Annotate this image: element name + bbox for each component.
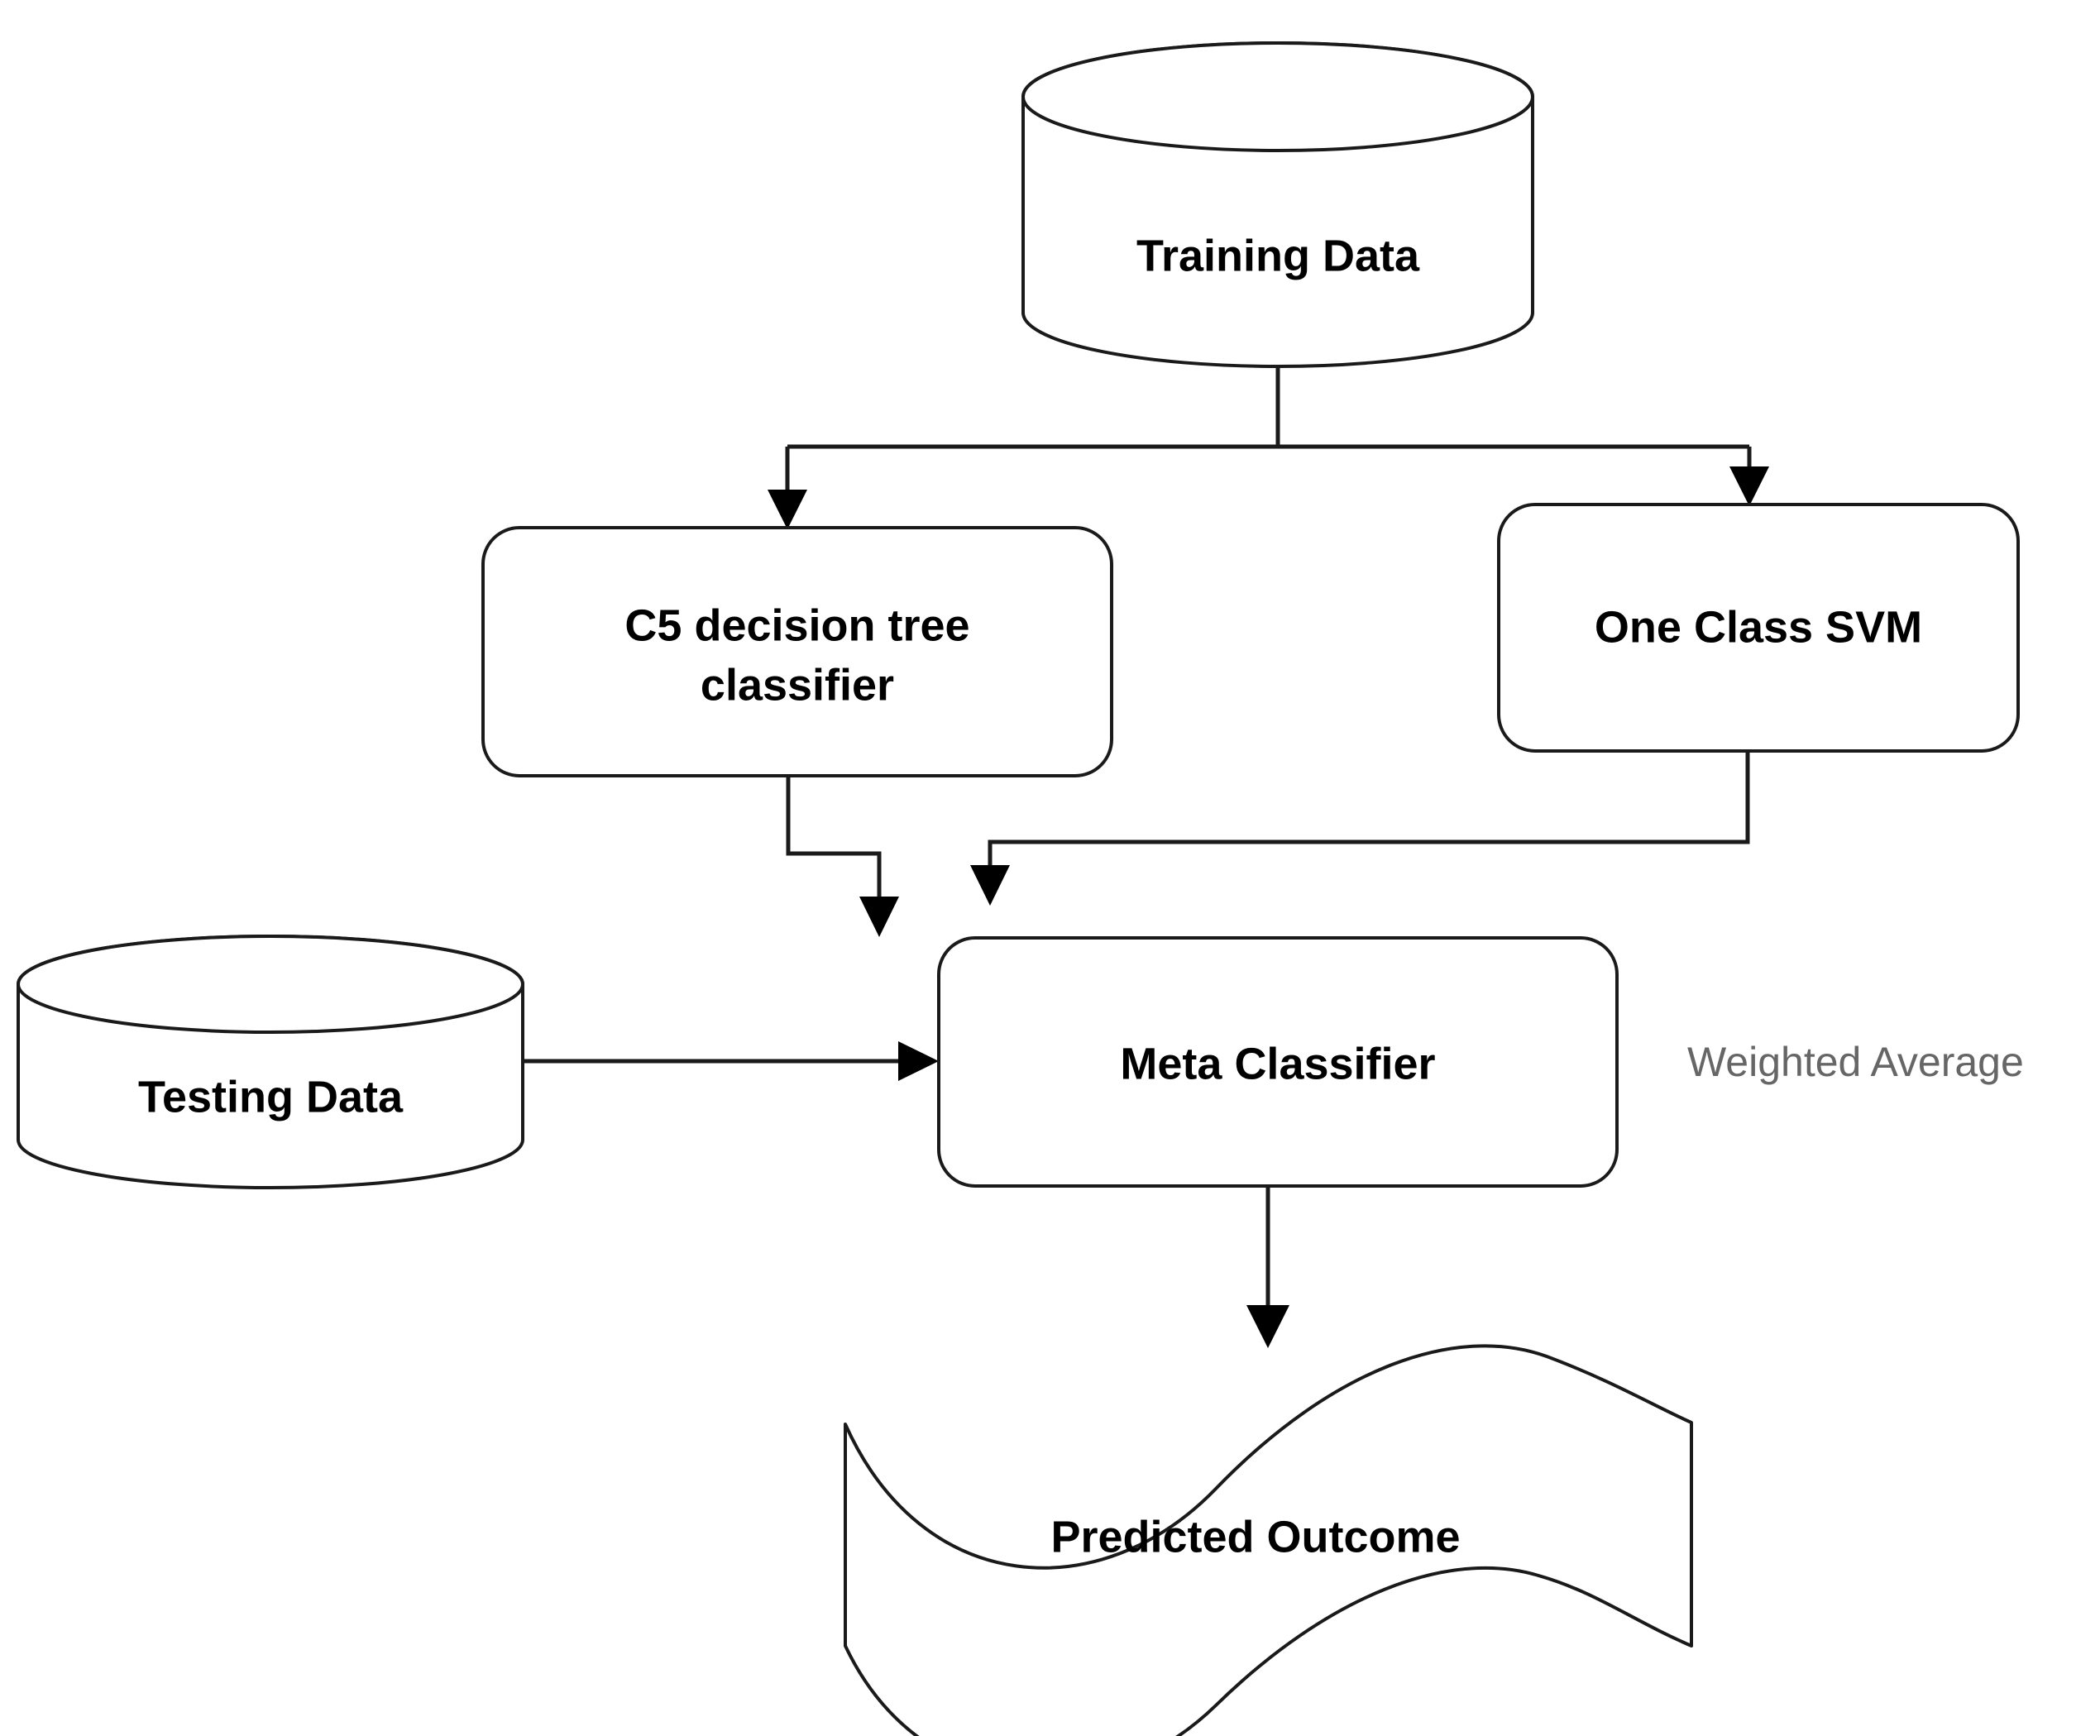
- c5-classifier-label-line2: classifier: [701, 660, 894, 710]
- node-training-data[interactable]: Training Data: [1021, 41, 1534, 368]
- training-data-label: Training Data: [1136, 231, 1420, 280]
- predicted-outcome-wave-shape: [844, 1344, 1693, 1736]
- training-data-cylinder-lid: [1021, 41, 1534, 152]
- arrowhead-to-c5: [768, 490, 807, 529]
- one-class-svm-box: [1497, 503, 2020, 753]
- meta-classifier-label: Meta Classifier: [1120, 1039, 1435, 1088]
- arrowhead-svm-to-meta: [970, 865, 1010, 906]
- one-class-svm-label: One Class SVM: [1595, 602, 1922, 652]
- meta-classifier-box: [937, 936, 1619, 1188]
- edge-svm-to-meta: [970, 751, 1750, 906]
- node-predicted-outcome[interactable]: Predicted Outcome: [844, 1344, 1693, 1736]
- edge-c5-to-meta: [786, 777, 899, 937]
- arrowhead-meta-to-outcome: [1246, 1305, 1289, 1348]
- arrowhead-c5-to-meta: [859, 897, 899, 937]
- edge-c5-meta-path: [786, 777, 882, 916]
- c5-classifier-label-line1: C5 decision tree: [624, 600, 969, 650]
- predicted-outcome-label: Predicted Outcome: [1050, 1512, 1460, 1561]
- edge-meta-to-outcome: [1246, 1187, 1289, 1348]
- testing-data-cylinder-lid: [17, 935, 524, 1034]
- c5-classifier-box: [481, 526, 1113, 777]
- node-meta-classifier[interactable]: Meta Classifier: [937, 936, 1619, 1188]
- edge-testing-to-meta: [519, 1041, 939, 1081]
- arrowhead-to-svm: [1729, 466, 1769, 506]
- node-testing-data[interactable]: Testing Data: [17, 935, 524, 1189]
- arrowhead-testing-to-meta: [898, 1041, 939, 1081]
- testing-data-label: Testing Data: [138, 1072, 404, 1121]
- node-one-class-svm[interactable]: One Class SVM: [1497, 503, 2020, 753]
- weighted-average-annotation: Weighted Average: [1687, 1039, 2024, 1085]
- node-c5-decision-tree-classifier[interactable]: C5 decision tree classifier: [481, 526, 1113, 777]
- edge-svm-meta-path: [988, 751, 1750, 885]
- edge-training-to-branches: [768, 364, 1769, 529]
